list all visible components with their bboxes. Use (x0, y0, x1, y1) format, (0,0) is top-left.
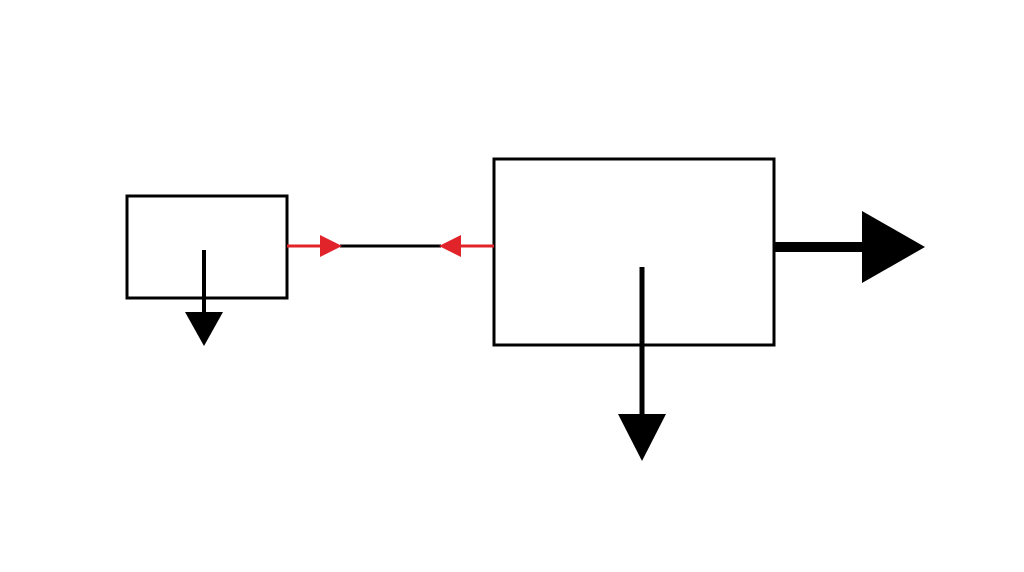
small-box-to-link-arrow (287, 235, 342, 257)
large-box (492, 157, 776, 347)
small-box-down-arrow (185, 250, 223, 346)
small-box (125, 194, 289, 300)
large-box-right-arrow (774, 211, 925, 283)
large-box-to-link-arrow (439, 235, 494, 257)
large-box-down-arrow (618, 267, 666, 461)
